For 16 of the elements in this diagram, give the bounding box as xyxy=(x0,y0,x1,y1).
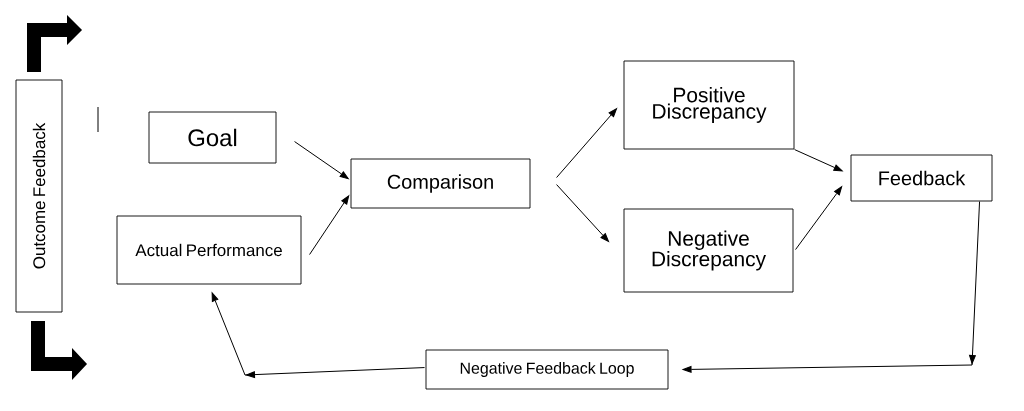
arrow xyxy=(211,292,426,379)
arrow xyxy=(556,108,618,179)
process-box: Positive Discrepancy xyxy=(623,60,795,150)
arrow xyxy=(294,141,349,180)
process-box: Negative Feedback Loop xyxy=(425,349,669,390)
process-box: Feedback xyxy=(850,154,993,202)
arrow xyxy=(794,149,843,172)
process-box: Negative Discrepancy xyxy=(623,208,794,293)
process-box: Goal xyxy=(148,111,277,164)
arrow xyxy=(556,184,610,242)
process-box: Comparison xyxy=(350,158,531,209)
arrow xyxy=(309,195,350,256)
arrow xyxy=(795,186,843,251)
arrow xyxy=(682,201,981,373)
process-box: Actual Performance xyxy=(116,215,302,285)
process-box: Outcome Feedback xyxy=(15,79,63,313)
